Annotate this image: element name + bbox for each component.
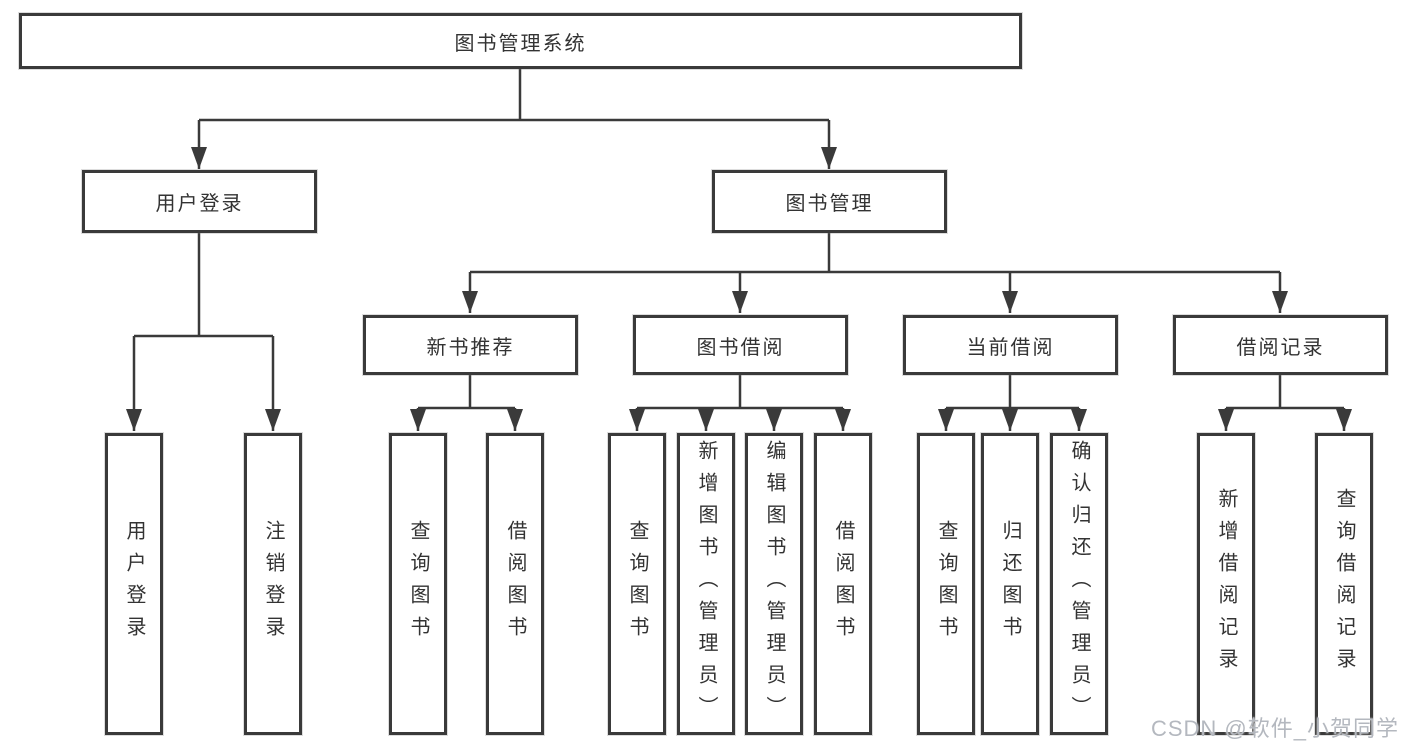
node-leaf-logout: 注销登录 [244,433,302,735]
node-leaf-query-borrow-record: 查询借阅记录 [1315,433,1373,735]
node-leaf-edit-book-admin: 编辑图书（管理员） [745,433,803,735]
node-borrowing-records: 借阅记录 [1173,315,1388,375]
node-leaf-add-book-admin: 新增图书（管理员） [677,433,735,735]
csdn-watermark: CSDN @软件_小贺同学 [1150,716,1399,741]
node-leaf-confirm-return-admin: 确认归还（管理员） [1050,433,1108,735]
node-leaf-query-books-current: 查询图书 [917,433,975,735]
node-new-book-recommend: 新书推荐 [363,315,578,375]
node-leaf-query-books-borrowing: 查询图书 [608,433,666,735]
node-leaf-borrow-books-borrowing: 借阅图书 [814,433,872,735]
node-current-borrowing: 当前借阅 [903,315,1118,375]
node-library-system: 图书管理系统 [19,13,1022,69]
node-book-management: 图书管理 [712,170,947,233]
node-book-borrowing: 图书借阅 [633,315,848,375]
node-leaf-return-books: 归还图书 [981,433,1039,735]
node-leaf-query-books-recommend: 查询图书 [389,433,447,735]
node-user-login: 用户登录 [82,170,317,233]
node-leaf-user-login: 用户登录 [105,433,163,735]
node-leaf-add-borrow-record: 新增借阅记录 [1197,433,1255,735]
node-leaf-borrow-books-recommend: 借阅图书 [486,433,544,735]
